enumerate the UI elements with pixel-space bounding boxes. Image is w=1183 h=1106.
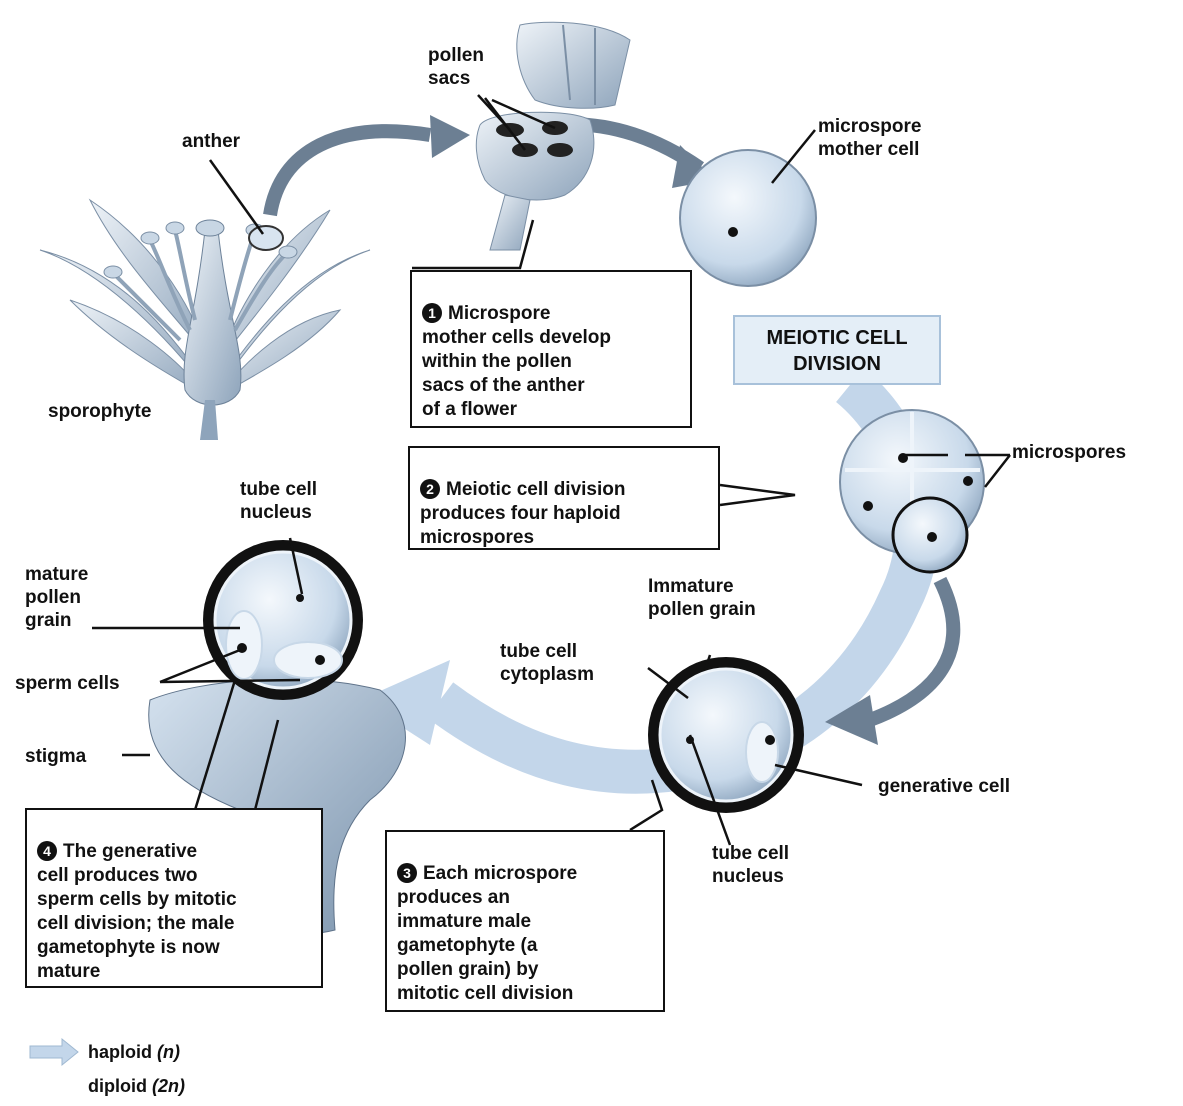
anther-label: anther [182,130,240,153]
tube-cell-cytoplasm-label: tube cell cytoplasm [500,640,594,686]
step-4-text: The generative cell produces two sperm c… [37,841,237,982]
tube-cell-nucleus-label-top: tube cell nucleus [240,478,317,524]
step-1-text: Microspore mother cells develop within t… [422,303,611,420]
tube-cell-nucleus-label-bottom: tube cell nucleus [712,842,789,888]
haploid-legend-arrow [30,1039,78,1065]
step-4-number: 4 [37,841,57,861]
legend-diploid: diploid (2n) [88,1076,185,1097]
step-3-number: 3 [397,863,417,883]
step-3-text: Each microspore produces an immature mal… [397,863,577,1004]
microspores-label: microspores [1012,441,1126,464]
step-1-number: 1 [422,303,442,323]
legend-haploid-symbol: (n) [157,1042,180,1062]
legend-diploid-symbol: (2n) [152,1076,185,1096]
immature-pollen-grain [648,657,804,813]
sperm-cells-label: sperm cells [15,672,120,695]
legend-haploid-label: haploid [88,1042,152,1062]
legend-diploid-label: diploid [88,1076,147,1096]
sporophyte-label: sporophyte [48,400,151,423]
immature-pollen-grain-label: Immature pollen grain [648,575,756,621]
microspore-mother-cell [680,150,816,286]
step-2-number: 2 [420,479,440,499]
haploid-cycle-arrow [360,385,917,772]
meiotic-cell-division-banner: MEIOTIC CELL DIVISION [733,315,941,385]
mature-pollen-grain-label: mature pollen grain [25,563,88,632]
stigma-label: stigma [25,745,86,768]
microspore-tetrad [840,410,984,572]
step-2-text: Meiotic cell division produces four hapl… [420,479,626,548]
legend-haploid: haploid (n) [88,1042,180,1063]
microspore-mother-cell-label: microspore mother cell [818,115,921,161]
generative-cell-label: generative cell [878,775,1010,798]
anther-drawing [476,22,630,250]
pollen-sacs-label: pollen sacs [428,44,484,90]
